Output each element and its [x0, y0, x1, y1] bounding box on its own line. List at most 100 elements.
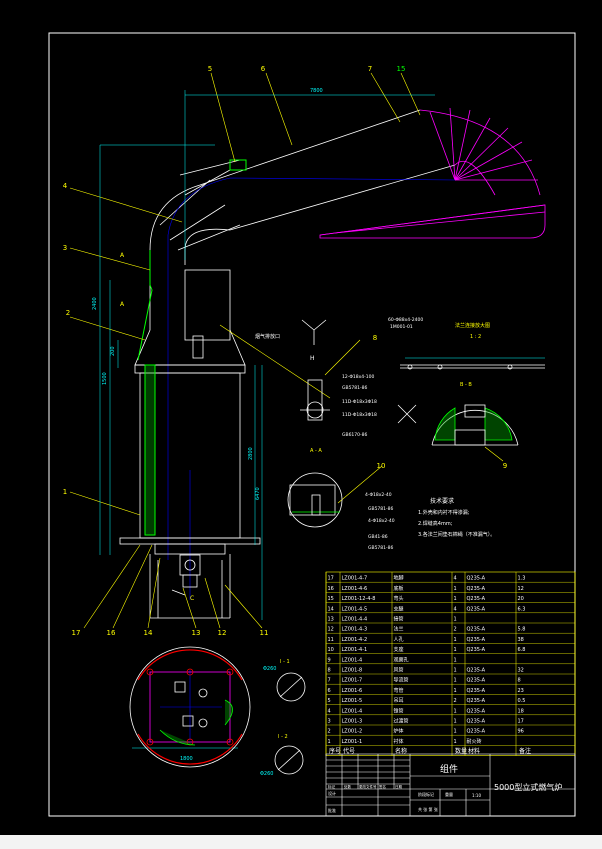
- bom-cell: LZ001-7: [342, 678, 363, 684]
- bom-cell: 8: [328, 668, 331, 674]
- title-block: [325, 753, 576, 817]
- bom-cell: 17: [518, 719, 524, 725]
- callout-3: GB5781-86: [342, 385, 368, 391]
- callout-4: 12-Φ18x4-100: [342, 374, 374, 380]
- bom-cell: 6.3: [518, 606, 526, 612]
- bom-header-cell: 备注: [519, 747, 531, 755]
- bom-cell: 1: [454, 708, 457, 714]
- bom-cell: 23: [518, 688, 524, 694]
- bom-cell: 4: [454, 606, 457, 612]
- bom-header-cell: 名称: [395, 747, 407, 755]
- balloon-9: 9: [503, 462, 507, 470]
- bom-cell: 支腿: [394, 605, 404, 612]
- view-marks: A A C H: [120, 252, 315, 602]
- bom-cell: Q235-A: [467, 688, 486, 694]
- title-assembly: 组件: [440, 763, 458, 775]
- bom-cell: Q235-A: [467, 596, 486, 602]
- bom-cell: Q235-A: [467, 627, 486, 633]
- bom-cell: LZ001-4-2: [342, 637, 368, 643]
- section-titles: A - A B - B 法兰连接放大图 1 : 2 I - 1 I - 2 烟气…: [255, 322, 490, 740]
- bom-cell: LZ001-4-6: [342, 586, 368, 592]
- bom-cell: 弯管: [394, 687, 404, 694]
- bom-cell: 耐火砖: [467, 738, 482, 745]
- plan-view: [129, 646, 251, 768]
- detail-i2: I - 2: [278, 734, 288, 740]
- balloon-10: 10: [377, 462, 386, 470]
- bom-cell: 13: [328, 617, 334, 623]
- callout-8: 11D-Φ18x3Φ18: [342, 412, 377, 418]
- bom-cell: 4: [328, 708, 331, 714]
- callout-11: GB5781-86: [368, 506, 394, 512]
- mark-a-2: A: [120, 301, 125, 308]
- mark-ch: H: [310, 355, 315, 362]
- title-sign-approve: 批准: [328, 807, 336, 813]
- technical-notes: 技术要求 1.外壳和内衬不得渗漏; 2.焊缝高4mm; 3.各法兰间垫石棉绳（不…: [418, 497, 495, 538]
- bom-cell: 炉体: [394, 728, 404, 735]
- bom-cell: 观察孔: [394, 656, 409, 663]
- bom-cell: 32: [518, 668, 524, 674]
- balloon-2: 2: [66, 309, 70, 317]
- bom-cell: 10: [328, 647, 334, 653]
- callout-10: 4-Φ18x2-40: [365, 492, 392, 498]
- balloon-6: 6: [261, 65, 266, 73]
- title-weight-label: 重量: [445, 791, 453, 797]
- bom-cell: 1: [454, 688, 457, 694]
- bom-cell: 1: [454, 657, 457, 663]
- dim-phi260-a: Φ260: [263, 666, 276, 672]
- title-stage-label: 阶段标记: [418, 791, 434, 797]
- bom-cell: 2: [328, 729, 331, 735]
- bom-cell: LZ001-8: [342, 668, 363, 674]
- bom-cell: 0.5: [518, 698, 526, 704]
- balloon-3: 3: [63, 244, 67, 252]
- bom-cell: 20: [518, 596, 524, 602]
- balloon-14: 14: [144, 629, 153, 637]
- bom-cell: 1: [454, 596, 457, 602]
- bom-cell: LZ001-4-4: [342, 617, 368, 623]
- bom-cell: 2: [454, 627, 457, 633]
- section-bb-title: B - B: [460, 382, 472, 388]
- bom-cell: 支座: [394, 646, 404, 653]
- bom-cell: Q235-A: [467, 586, 486, 592]
- section-aa: A - A: [310, 448, 322, 454]
- balloon-17: 17: [72, 629, 81, 637]
- bom-cell: 2: [454, 698, 457, 704]
- mark-c: C: [190, 595, 194, 602]
- bom-cell: 1: [454, 739, 457, 745]
- callout-1: 60-Φ88x4-2400: [388, 317, 423, 323]
- bom-cell: LZ001-4-7: [342, 576, 368, 582]
- bom-cell: 12: [328, 627, 334, 633]
- balloon-4: 4: [63, 182, 68, 190]
- dim-6470: 6470: [255, 487, 261, 500]
- flange-scale: 1 : 2: [470, 334, 481, 340]
- bom-cell: LZ001-4-1: [342, 647, 368, 653]
- callout-7: GB5781-86: [368, 545, 394, 551]
- bom-cell: Q235-A: [467, 708, 486, 714]
- title-rev-mark: 标记: [328, 784, 336, 789]
- bom-cell: 96: [518, 729, 524, 735]
- balloon-13: 13: [192, 629, 201, 637]
- title-sign-design: 设计: [328, 790, 336, 796]
- bom-cell: LZ001-12-4-8: [342, 596, 376, 602]
- bom-cell: 1: [454, 637, 457, 643]
- bom-cell: 12: [518, 586, 524, 592]
- elbow-outlet-section: [319, 107, 546, 239]
- bom-cell: Q235-A: [467, 576, 486, 582]
- callout-9: GB41-86: [368, 534, 388, 540]
- bom-cell: 18: [518, 708, 524, 714]
- leader-lines: [69, 72, 504, 629]
- bom-cell: 弯头: [394, 595, 404, 602]
- bom-header-cell: 代号: [343, 747, 355, 755]
- bom-cell: 地脚: [394, 575, 404, 582]
- bom-cell: 人孔: [394, 636, 404, 643]
- balloon-12: 12: [218, 629, 227, 637]
- dim-7800: 7800: [310, 88, 323, 94]
- balloon-1: 1: [63, 488, 67, 496]
- bom-cell: Q235-A: [467, 606, 486, 612]
- bom-cell: Q235-A: [467, 678, 486, 684]
- bom-cell: 7: [328, 678, 331, 684]
- balloon-8: 8: [373, 334, 377, 342]
- bom-cell: LZ001-2: [342, 729, 363, 735]
